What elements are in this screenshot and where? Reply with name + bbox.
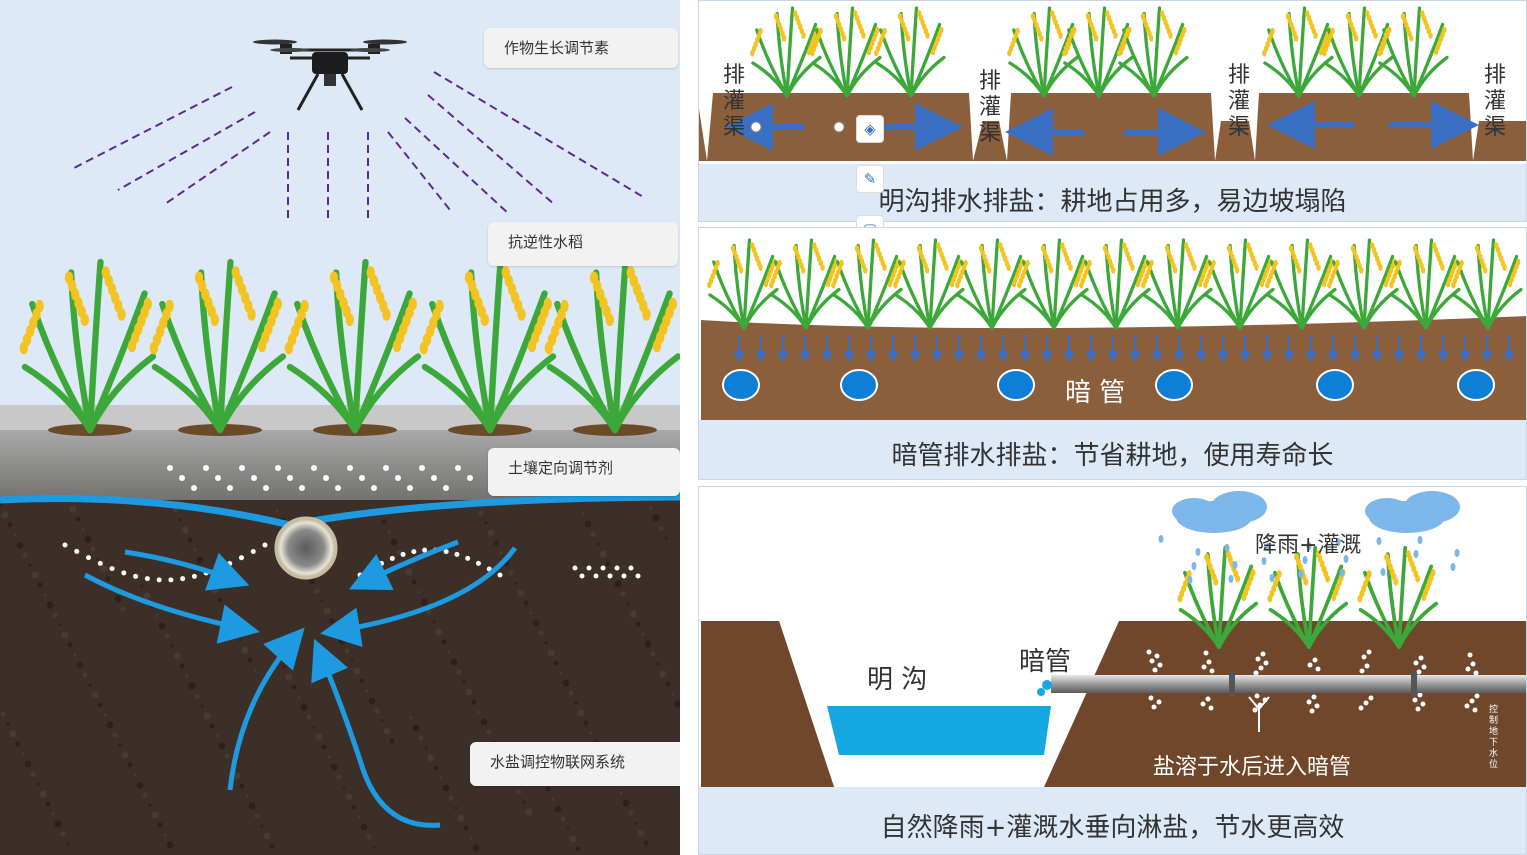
pipe-cross-section-icon	[722, 369, 760, 401]
rice-plant-icon	[769, 238, 841, 330]
natural-leaching-caption: 自然降雨+灌溉水垂向淋盐，节水更高效	[880, 813, 1345, 843]
rice-plants	[707, 238, 1523, 330]
callout-stress-resistant-rice: 抗逆性水稻	[488, 222, 678, 266]
rice-plant-icon	[1203, 238, 1275, 330]
pipe-cross-section-icon	[1457, 369, 1495, 401]
drone-icon	[253, 39, 407, 111]
pipe-caption: 暗管排水排盐：节省耕地，使用寿命长	[891, 441, 1334, 471]
channel-label-1: 排灌渠	[722, 63, 745, 140]
salt-particles	[1146, 649, 1480, 714]
callout-iot-system: 水盐调控物联网系统	[470, 742, 680, 786]
rice-plant-icon	[955, 238, 1027, 330]
rice-plant-icon	[1177, 545, 1259, 649]
rice-plant-icon	[893, 238, 965, 330]
field-soil	[701, 621, 1526, 787]
rice-plant-icon	[1262, 6, 1334, 98]
rice-plant-icon	[1377, 6, 1449, 98]
pipe-cross-section-icon	[1155, 369, 1193, 401]
drain-pipes	[722, 369, 1495, 401]
rice-plant-icon	[1389, 238, 1461, 330]
infiltration-arrows	[733, 336, 1515, 363]
rice-plant-icon	[707, 238, 779, 330]
rice-plant-icon	[1062, 6, 1134, 98]
open-ditch-panel: 排灌渠 排灌渠 排灌渠 排灌渠 明沟排水排盐：耕地占用多，易边坡塌陷	[698, 0, 1527, 222]
drainage-arrows	[725, 101, 1479, 156]
pipe-label: 暗 管	[1065, 378, 1126, 408]
rice-plant-icon	[831, 238, 903, 330]
rice-plant-icon	[149, 258, 287, 434]
pipe-label: 暗管	[1019, 647, 1072, 677]
natural-leaching-panel: 降雨+灌溉 明 沟 暗管 盐溶于水后进入暗管 控制地下水位 自然降雨+灌溉水垂向…	[698, 486, 1527, 855]
spray-lines	[69, 71, 646, 220]
salt-dissolve-label: 盐溶于水后进入暗管	[1153, 755, 1352, 780]
pipe-cross-section-icon	[1316, 369, 1354, 401]
rice-plant-icon	[1327, 238, 1399, 330]
subsurface-pipe-panel: 暗 管 暗管排水排盐：节省耕地，使用寿命长	[698, 227, 1527, 480]
rice-plants	[750, 6, 1449, 98]
rice-plant-icon	[1117, 6, 1189, 98]
rice-plant-icon	[284, 258, 422, 434]
rice-plant-icon	[544, 258, 680, 434]
selection-handle	[750, 121, 762, 133]
rain-label: 降雨+灌溉	[1255, 533, 1362, 558]
subsurface-pipe	[1051, 675, 1526, 693]
pipe-cross-section-icon	[840, 369, 878, 401]
caption-band	[699, 420, 1526, 479]
open-ditch-scene	[699, 1, 1526, 221]
rice-plant-icon	[1079, 238, 1151, 330]
rice-plant-icon	[1265, 238, 1337, 330]
water-flow-arrows	[83, 539, 518, 828]
callout-crop-regulator: 作物生长调节素	[484, 28, 678, 68]
ditch-water	[827, 706, 1051, 755]
callout-soil-conditioner: 土壤定向调节剂	[488, 448, 680, 496]
groundwater-side-label: 控制地下水位	[1489, 705, 1499, 770]
caption-band	[699, 164, 1526, 221]
rice-plant-icon	[750, 6, 822, 98]
natural-leaching-scene	[699, 487, 1526, 854]
drain-pipe-icon	[274, 516, 338, 580]
rice-plant-icon	[874, 6, 946, 98]
field-block-2	[1007, 93, 1215, 161]
rice-plant-icon	[419, 258, 557, 434]
rice-plant-icon	[1141, 238, 1213, 330]
rain-cloud-icon	[1172, 491, 1460, 533]
rice-plant-icon	[1357, 545, 1439, 649]
channel-label-2: 排灌渠	[978, 69, 1001, 146]
rice-plants	[1177, 545, 1439, 649]
open-ditch-caption: 明沟排水排盐：耕地占用多，易边坡塌陷	[878, 187, 1347, 217]
rice-plants	[19, 258, 680, 436]
selection-handle	[833, 121, 845, 133]
rice-plant-icon	[1017, 238, 1089, 330]
layers-icon[interactable]: ◈	[856, 115, 884, 143]
subsurface-pipe-scene	[699, 228, 1526, 479]
ditch-label: 明 沟	[867, 665, 928, 695]
channel-label-3: 排灌渠	[1227, 63, 1250, 140]
caption-band	[699, 787, 1526, 854]
rice-plant-icon	[1451, 238, 1523, 330]
pipe-cross-section-icon	[997, 369, 1035, 401]
soil-system-scene	[0, 0, 680, 855]
channel-label-4: 排灌渠	[1483, 63, 1506, 140]
brush-icon[interactable]: ✎	[856, 165, 884, 193]
soil-layer	[0, 500, 680, 855]
rice-plant-icon	[1267, 545, 1349, 649]
rice-plant-icon	[810, 6, 882, 98]
raindrops	[1158, 535, 1460, 584]
rice-plant-icon	[19, 258, 157, 434]
soil-system-illustration: 作物生长调节素 抗逆性水稻 土壤定向调节剂 水盐调控物联网系统	[0, 0, 680, 855]
